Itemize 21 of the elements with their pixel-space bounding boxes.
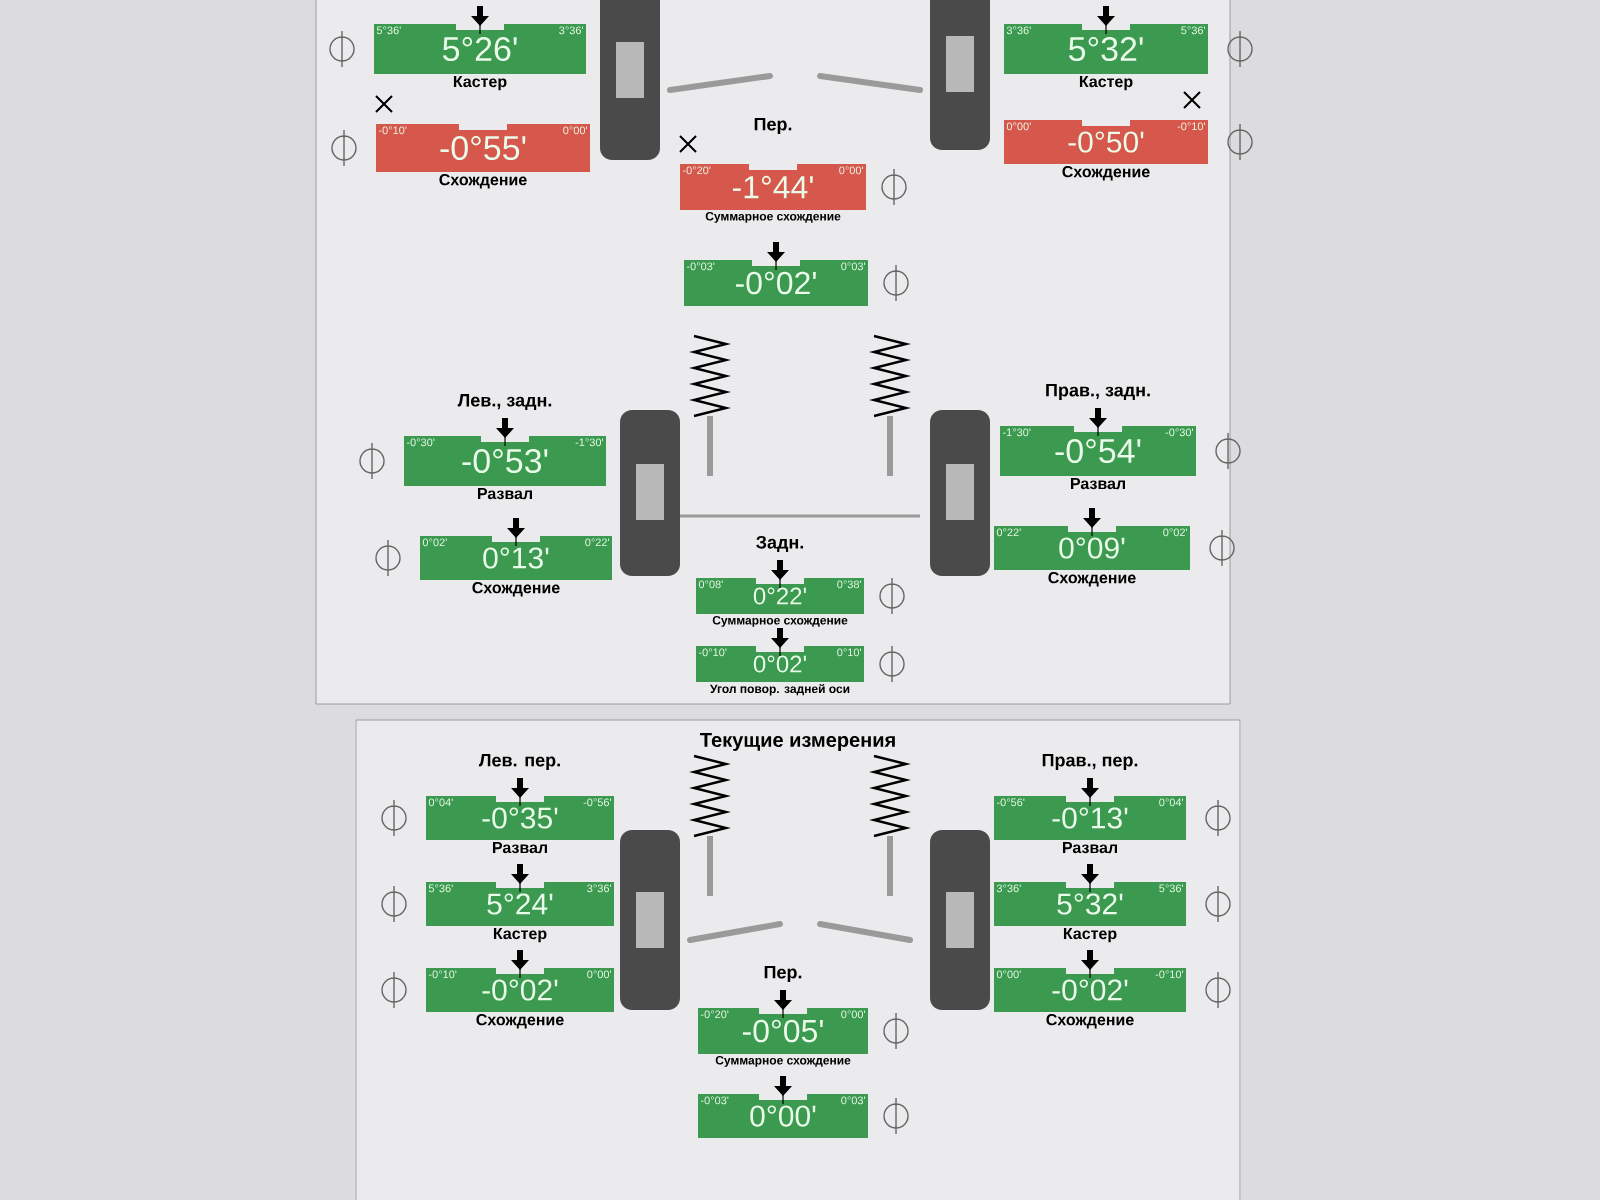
gauge-caption: Кастер <box>493 928 547 943</box>
gauge-caption: Развал <box>1063 842 1117 854</box>
position-heading: Пер. <box>764 965 802 983</box>
gauge-caption: Схождение <box>472 582 560 597</box>
position-heading: Пер. <box>754 117 792 135</box>
position-heading: Лев., задн. <box>457 394 552 410</box>
gauge-caption: Развал <box>1071 478 1125 490</box>
position-heading: Задн. <box>756 535 804 553</box>
gauge-caption: Схождение <box>1046 1014 1134 1029</box>
position-heading: Прав., пер. <box>1042 753 1138 771</box>
position-heading: Прав., задн. <box>1046 383 1150 401</box>
gauge-caption: Кастер <box>453 76 507 91</box>
gauge-caption: Развал <box>493 842 547 854</box>
gauge-caption: Схождение <box>439 174 527 189</box>
gauge-caption: Схождение <box>476 1014 564 1029</box>
gauge-caption: Схождение <box>1048 572 1136 587</box>
gauge-caption: Кастер <box>1063 928 1117 943</box>
gauge-caption: Развал <box>478 488 532 500</box>
position-heading: Лев. пер. <box>478 753 560 771</box>
gauge-caption: Кастер <box>1079 76 1133 91</box>
gauge-caption: Схождение <box>1062 166 1150 181</box>
